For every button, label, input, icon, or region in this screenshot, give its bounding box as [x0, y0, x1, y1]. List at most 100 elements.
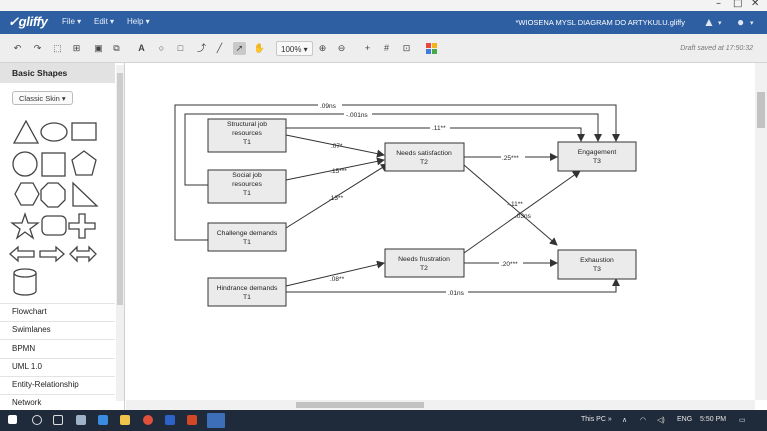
node-label: T1	[243, 239, 251, 246]
minimize-button[interactable]: –	[716, 0, 721, 9]
edge-label: -.15***	[328, 168, 347, 175]
file-explorer-icon[interactable]	[120, 415, 130, 425]
search-icon[interactable]	[32, 415, 42, 425]
menu-file[interactable]: File ▾	[62, 17, 82, 26]
toolbar: ↶ ↷ ⬚ ⊞ ▣ ⧉ A ○ □ ⤴ ╱ ➚ ✋ 100% ▾ ⊕ ⊖ + #…	[0, 34, 767, 63]
menu-edit[interactable]: Edit ▾	[94, 17, 115, 26]
language-indicator[interactable]: ENG	[677, 416, 693, 423]
node-structural[interactable]: Structural job resources T1	[207, 118, 287, 153]
node-needs-satisfaction[interactable]: Needs satisfaction T2	[384, 142, 465, 172]
sidebar-divider	[0, 321, 115, 322]
gliffy-app-icon[interactable]	[207, 413, 225, 428]
node-engagement[interactable]: Engagement T3	[557, 141, 637, 172]
window-titlebar: – □ ✕	[0, 0, 767, 11]
diagram-canvas[interactable]: Structural job resources T1 Social job r…	[126, 63, 755, 400]
canvas-vertical-scrollbar[interactable]	[755, 63, 767, 400]
rectangle-shape	[71, 122, 97, 141]
sidebar-item-network[interactable]: Network	[12, 398, 42, 407]
volume-icon[interactable]: ◁)	[657, 417, 665, 424]
cross-shape	[68, 213, 96, 239]
edge-label: .08**	[330, 276, 345, 283]
sidebar-item-flowchart[interactable]: Flowchart	[12, 307, 47, 316]
canvas-horizontal-scrollbar[interactable]	[126, 400, 755, 410]
word-icon[interactable]	[165, 415, 175, 425]
undo-icon[interactable]: ↶	[13, 43, 22, 53]
chrome-icon[interactable]	[143, 415, 153, 425]
app-header: ✓gliffy File ▾ Edit ▾ Help ▾ *WIOSENA MY…	[0, 11, 767, 34]
drive-icon[interactable]: ▲	[703, 15, 715, 29]
edge-hindrance-exhaustion	[286, 278, 620, 293]
shape-library-sidebar: Basic Shapes Classic Skin ▾	[0, 63, 125, 410]
node-needs-frustration[interactable]: Needs frustration T2	[384, 248, 465, 278]
copy-icon[interactable]: ▣	[94, 43, 103, 53]
pointer-tool-icon[interactable]: ➚	[233, 42, 246, 55]
node-social[interactable]: Social job resources T1	[207, 169, 287, 204]
app-icon[interactable]	[76, 415, 86, 425]
maximize-button[interactable]: □	[733, 0, 743, 9]
pan-tool-icon[interactable]: ✋	[253, 43, 266, 53]
zoom-in-icon[interactable]: ⊕	[318, 43, 327, 53]
connector-tool-icon[interactable]: ⤴	[196, 43, 206, 53]
edge-social-needssat	[285, 157, 385, 181]
node-label: Hindrance demands	[217, 285, 278, 292]
arrange-icon[interactable]: ⧉	[113, 43, 120, 53]
node-label: Challenge demands	[217, 230, 278, 237]
edge-structural-needssat	[285, 134, 385, 158]
sidebar-item-bpmn[interactable]: BPMN	[12, 344, 36, 353]
right-triangle-shape	[72, 181, 99, 207]
node-challenge[interactable]: Challenge demands T1	[207, 222, 287, 252]
wifi-icon[interactable]: ◠	[640, 417, 647, 424]
line-tool-icon[interactable]: ╱	[216, 43, 223, 53]
guides-icon[interactable]: +	[364, 43, 371, 53]
right-arrow-shape	[39, 245, 65, 263]
notifications-icon[interactable]: ▭	[739, 417, 746, 424]
node-label: T2	[420, 265, 428, 272]
node-exhaustion[interactable]: Exhaustion T3	[557, 249, 637, 280]
ellipse-tool-icon[interactable]: ○	[158, 43, 165, 53]
grid-icon[interactable]: #	[383, 43, 389, 53]
snap-icon[interactable]: ⊡	[402, 43, 411, 53]
select-all-icon[interactable]: ⬚	[53, 43, 62, 53]
node-label: Social job	[232, 172, 262, 179]
node-label: Engagement	[578, 149, 617, 156]
sidebar-divider	[0, 376, 115, 377]
sidebar-item-swimlanes[interactable]: Swimlanes	[12, 325, 51, 334]
sidebar-header-basic-shapes[interactable]: Basic Shapes	[0, 63, 115, 83]
close-button[interactable]: ✕	[751, 0, 760, 9]
user-icon[interactable]: ●	[737, 15, 745, 29]
canvas-vertical-scrollbar-thumb[interactable]	[757, 92, 765, 128]
node-hindrance[interactable]: Hindrance demands T1	[207, 277, 287, 307]
task-view-icon[interactable]	[53, 415, 63, 425]
this-pc-toolbar[interactable]: This PC »	[581, 416, 612, 423]
clock[interactable]: 5:50 PM	[700, 416, 727, 423]
pentagon-shape	[71, 150, 97, 176]
edge-structural-engagement	[286, 127, 585, 142]
group-icon[interactable]: ⊞	[72, 43, 81, 53]
edge-label: .03ns	[515, 213, 532, 220]
zoom-out-icon[interactable]: ⊖	[337, 43, 346, 53]
skin-dropdown[interactable]: Classic Skin ▾	[12, 91, 73, 105]
zoom-select[interactable]: 100% ▾	[276, 41, 313, 56]
windows-start-icon[interactable]	[8, 415, 17, 424]
chevron-up-icon[interactable]: ∧	[622, 417, 628, 424]
theme-palette-icon[interactable]	[425, 42, 438, 55]
draft-saved-status: Draft saved at 17:50:32	[680, 45, 753, 52]
ellipse-shape	[40, 122, 68, 142]
canvas-horizontal-scrollbar-thumb[interactable]	[296, 402, 424, 408]
text-tool-icon[interactable]: A	[138, 43, 145, 53]
rounded-rectangle-shape	[41, 215, 67, 236]
node-label: Needs frustration	[398, 256, 450, 263]
sidebar-item-uml[interactable]: UML 1.0	[12, 362, 42, 371]
menu-help[interactable]: Help ▾	[127, 17, 150, 26]
edge-challenge-engagement	[174, 104, 620, 241]
powerpoint-icon[interactable]	[187, 415, 197, 425]
edge-label: -.001ns	[346, 112, 368, 119]
edge-browser-icon[interactable]	[98, 415, 108, 425]
sidebar-item-entity-relationship[interactable]: Entity-Relationship	[12, 380, 79, 389]
sidebar-scrollbar-thumb[interactable]	[117, 73, 123, 305]
rectangle-tool-icon[interactable]: □	[177, 43, 184, 53]
chevron-down-icon[interactable]: ▾	[718, 20, 722, 27]
redo-icon[interactable]: ↷	[33, 43, 42, 53]
chevron-down-icon[interactable]: ▾	[750, 20, 754, 27]
